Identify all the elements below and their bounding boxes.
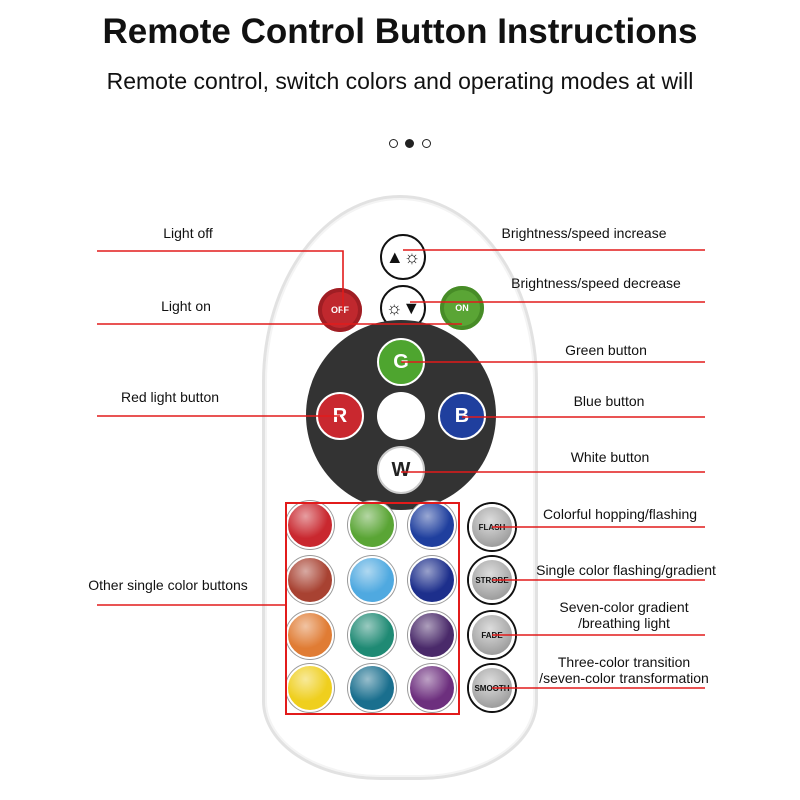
label-white: White button — [570, 449, 650, 465]
page-subtitle: Remote control, switch colors and operat… — [106, 68, 694, 94]
label-light-on: Light on — [161, 298, 211, 314]
color-button-10[interactable] — [286, 664, 334, 712]
line-light-off — [97, 250, 344, 310]
power-on-icon: ON — [455, 303, 469, 313]
label-smooth-2: /seven-color transformation — [539, 670, 709, 686]
brightness-up-button[interactable]: ▲☼ — [380, 234, 426, 280]
color-button-7[interactable] — [286, 611, 334, 659]
on-button[interactable]: ON — [440, 286, 484, 330]
sun-up-icon: ▲☼ — [385, 246, 421, 267]
label-red: Red light button — [120, 389, 220, 405]
carousel-dot-1[interactable] — [389, 139, 398, 148]
color-button-6[interactable] — [408, 556, 456, 604]
label-other: Other single color buttons — [88, 577, 248, 593]
label-fade-1: Seven-color gradient — [559, 599, 689, 615]
color-button-5[interactable] — [348, 556, 396, 604]
label-light-off: Light off — [163, 225, 213, 241]
label-green: Green button — [565, 342, 647, 358]
power-off-icon: OFF — [331, 305, 349, 315]
color-button-12[interactable] — [408, 664, 456, 712]
color-button-9[interactable] — [408, 611, 456, 659]
white-button[interactable]: W — [377, 446, 425, 494]
label-blue: Blue button — [573, 393, 645, 409]
color-button-4[interactable] — [286, 556, 334, 604]
color-button-3[interactable] — [408, 501, 456, 549]
color-pad-center — [377, 392, 425, 440]
carousel-dot-3[interactable] — [422, 139, 431, 148]
label-fade-2: /breathing light — [578, 615, 670, 631]
label-strobe: Single color flashing/gradient — [536, 562, 716, 578]
label-smooth-1: Three-color transition — [557, 654, 691, 670]
carousel-dot-2-active[interactable] — [405, 139, 414, 148]
blue-button[interactable]: B — [438, 392, 486, 440]
label-flash: Colorful hopping/flashing — [542, 506, 698, 522]
page-title: Remote Control Button Instructions — [102, 12, 698, 51]
color-button-8[interactable] — [348, 611, 396, 659]
color-button-11[interactable] — [348, 664, 396, 712]
label-brightness-up: Brightness/speed increase — [501, 225, 667, 241]
color-buttons-highlight — [285, 502, 460, 715]
color-button-2[interactable] — [348, 501, 396, 549]
label-brightness-down: Brightness/speed decrease — [511, 275, 681, 291]
